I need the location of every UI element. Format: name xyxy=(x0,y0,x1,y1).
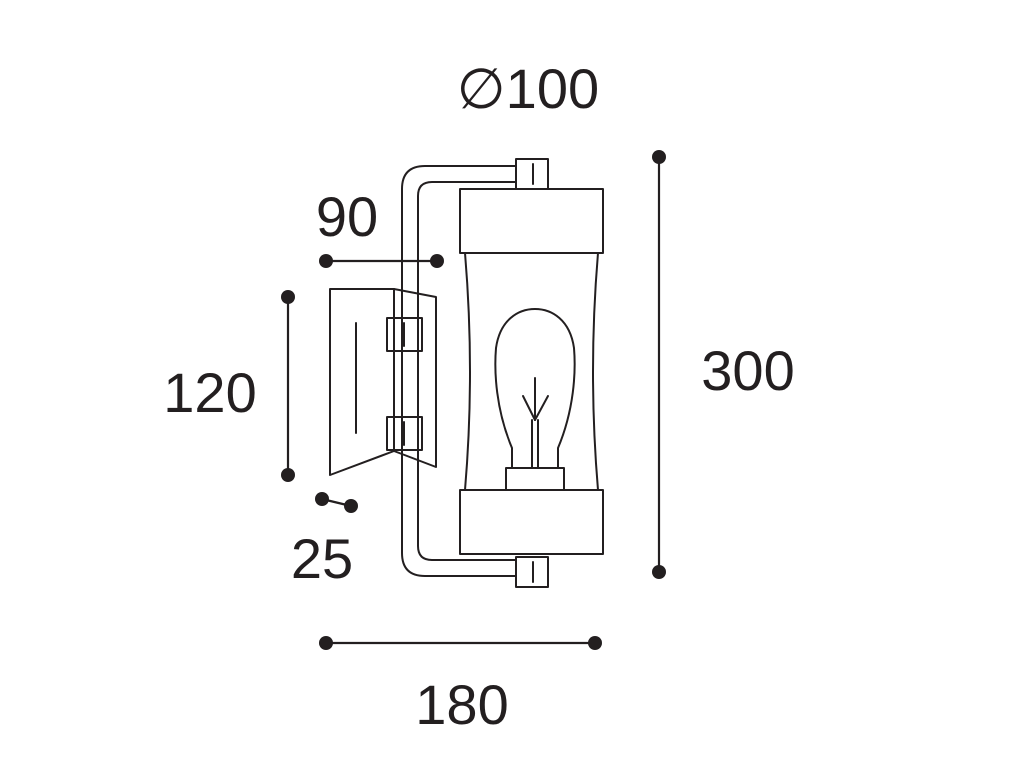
bulb-icon xyxy=(494,308,576,491)
arm-depth-dimension xyxy=(319,254,444,268)
wall-plate xyxy=(329,288,437,476)
plate-depth-dimension xyxy=(315,492,358,513)
bottom-connector xyxy=(515,556,549,588)
plate-height-label: 120 xyxy=(163,361,256,424)
plate-depth-label: 25 xyxy=(291,527,353,590)
plate-height-dimension xyxy=(281,290,295,482)
arm-depth-label: 90 xyxy=(316,185,378,248)
total-width-label: 180 xyxy=(415,673,508,736)
arm-clamps xyxy=(386,317,423,451)
support-arm xyxy=(401,165,517,577)
total-width-dimension xyxy=(319,636,602,650)
total-height-dimension xyxy=(652,150,666,579)
total-height-label: 300 xyxy=(701,339,794,402)
lamp-body xyxy=(459,188,604,555)
diameter-label: ∅100 xyxy=(457,57,599,120)
top-connector xyxy=(515,158,549,190)
